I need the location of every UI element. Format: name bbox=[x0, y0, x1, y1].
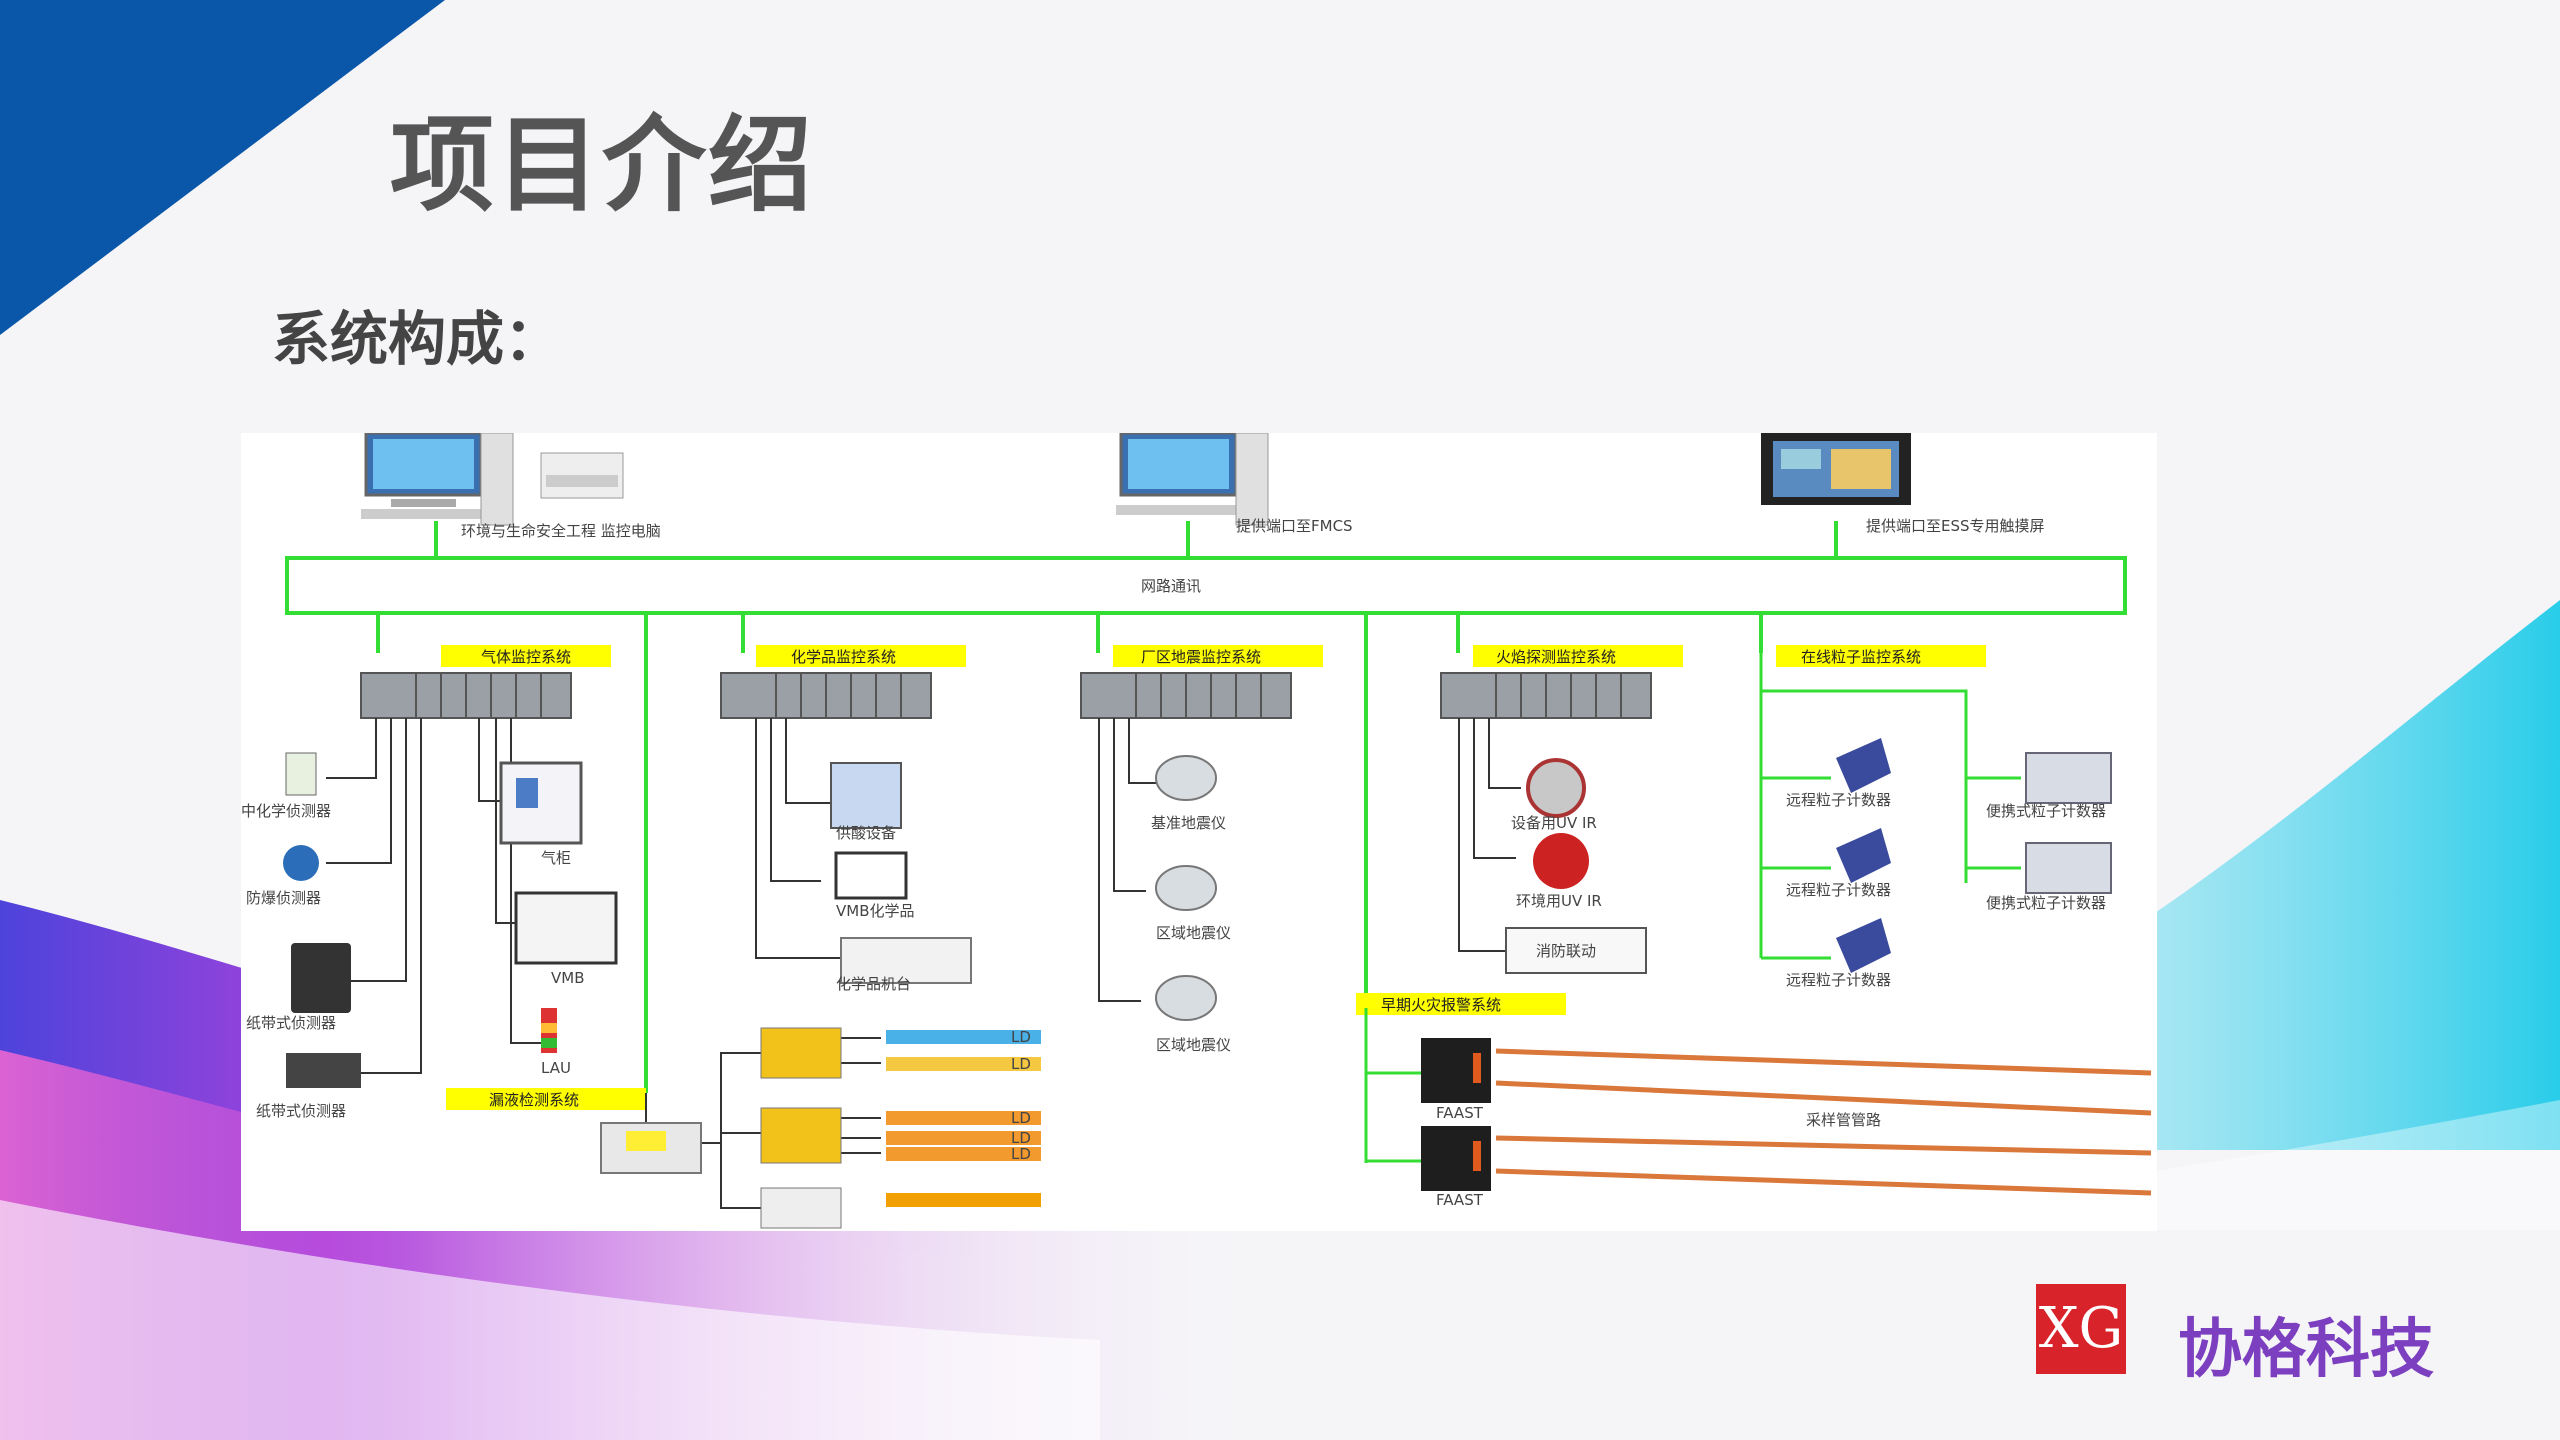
device-label: 基准地震仪 bbox=[1151, 814, 1226, 832]
device-label: 区域地震仪 bbox=[1156, 1036, 1231, 1054]
company-name: 协格科技 bbox=[2178, 1313, 2434, 1387]
device-label: LAU bbox=[541, 1059, 571, 1077]
device-label: 远程粒子计数器 bbox=[1786, 881, 1891, 899]
device-label: FAAST bbox=[1436, 1104, 1484, 1122]
device-label: LD bbox=[1011, 1055, 1031, 1073]
device-label: 区域地震仪 bbox=[1156, 924, 1231, 942]
earthquake-system-wiring bbox=[1098, 718, 1156, 1002]
leak-devices bbox=[600, 1027, 1041, 1229]
plc-slot-lines bbox=[415, 673, 1622, 718]
system-diagram-svg: 网路通讯 环境与生命安全工程 监控电脑 提供端口至FMCS bbox=[241, 433, 2152, 1229]
top-device-label-3: 提供端口至ESS专用触摸屏 bbox=[1866, 517, 2045, 535]
device-label: 消防联动 bbox=[1536, 942, 1596, 960]
system-label-particle: 在线粒子监控系统 bbox=[1801, 648, 1921, 666]
system-diagram: 网路通讯 环境与生命安全工程 监控电脑 提供端口至FMCS bbox=[241, 433, 2157, 1231]
chemical-system-wiring bbox=[755, 718, 841, 959]
network-label: 网路通讯 bbox=[1141, 577, 1201, 595]
leak-system-wiring bbox=[645, 1037, 881, 1209]
touch-screen-icon bbox=[1761, 433, 1911, 505]
device-label: 中化学侦测器 bbox=[241, 802, 331, 820]
faast-detectors bbox=[1421, 1038, 1491, 1191]
page-title: 项目介绍 bbox=[390, 104, 815, 226]
sampling-pipes bbox=[1495, 1048, 2152, 1196]
top-device-label-1: 环境与生命安全工程 监控电脑 bbox=[461, 522, 661, 540]
system-label-chemical: 化学品监控系统 bbox=[791, 648, 896, 666]
flame-system-wiring bbox=[1458, 718, 1521, 952]
gas-devices bbox=[283, 752, 618, 1088]
section-subtitle: 系统构成： bbox=[272, 305, 563, 373]
flame-detectors bbox=[1505, 758, 1647, 974]
device-label: 环境用UV IR bbox=[1516, 892, 1602, 910]
device-label: 纸带式侦测器 bbox=[246, 1014, 336, 1032]
company-logo: XG bbox=[2036, 1284, 2126, 1374]
device-label: LD bbox=[1011, 1028, 1031, 1046]
device-label: 设备用UV IR bbox=[1511, 814, 1597, 832]
device-label: VMB bbox=[551, 969, 585, 987]
device-label: 气柜 bbox=[541, 849, 571, 867]
device-label: FAAST bbox=[1436, 1191, 1484, 1209]
fmcs-pc-icon bbox=[1116, 433, 1269, 526]
system-label-early-fire: 早期火灾报警系统 bbox=[1381, 996, 1501, 1014]
system-label-flame: 火焰探测监控系统 bbox=[1496, 648, 1616, 666]
device-label: 纸带式侦测器 bbox=[256, 1102, 346, 1120]
network-bus bbox=[285, 521, 2127, 1093]
system-label-earthquake: 厂区地震监控系统 bbox=[1141, 648, 1261, 666]
device-label: LD bbox=[1011, 1145, 1031, 1163]
particle-system-wiring bbox=[1759, 653, 2021, 960]
system-label-leak: 漏液检测系统 bbox=[489, 1091, 579, 1109]
device-label: 远程粒子计数器 bbox=[1786, 971, 1891, 989]
device-label: LD bbox=[1011, 1129, 1031, 1147]
particle-counters bbox=[1836, 738, 2112, 973]
device-label: VMB化学品 bbox=[836, 902, 915, 920]
device-label: 便携式粒子计数器 bbox=[1986, 802, 2106, 820]
early-fire-wiring bbox=[1364, 1008, 1421, 1163]
device-label: LD bbox=[1011, 1109, 1031, 1127]
chemical-devices bbox=[830, 762, 972, 984]
device-label: 防爆侦测器 bbox=[246, 889, 321, 907]
system-labels: 气体监控系统 化学品监控系统 厂区地震监控系统 火焰探测监控系统 在线粒子监控系… bbox=[441, 645, 1986, 1110]
device-label: 远程粒子计数器 bbox=[1786, 791, 1891, 809]
monitor-pc-icon bbox=[361, 433, 624, 526]
system-label-gas: 气体监控系统 bbox=[481, 648, 571, 666]
logo-mark: XG bbox=[2038, 1296, 2124, 1361]
device-label: 采样管管路 bbox=[1806, 1111, 1881, 1129]
device-label: 供酸设备 bbox=[836, 824, 896, 842]
plc-controllers bbox=[360, 672, 1652, 719]
top-device-label-2: 提供端口至FMCS bbox=[1236, 517, 1353, 535]
device-label: 便携式粒子计数器 bbox=[1986, 894, 2106, 912]
seismometer-devices bbox=[1155, 755, 1217, 1021]
gas-device-labels: 中化学侦测器 防爆侦测器 纸带式侦测器 纸带式侦测器 气柜 VMB LAU bbox=[241, 802, 585, 1120]
device-label: 化学品机台 bbox=[836, 975, 911, 993]
